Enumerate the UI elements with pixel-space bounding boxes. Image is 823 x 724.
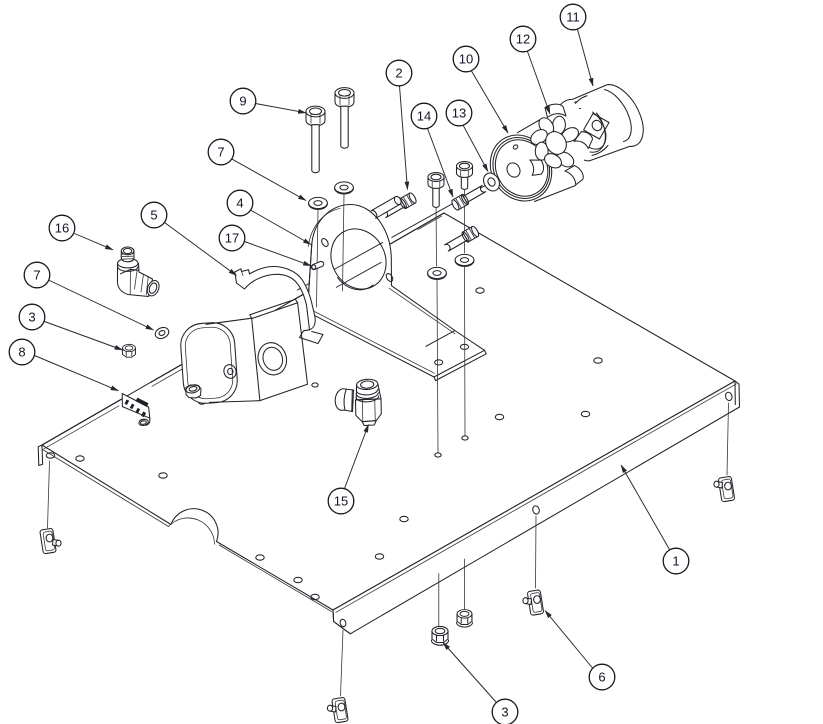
- svg-text:15: 15: [334, 494, 348, 509]
- svg-text:4: 4: [236, 196, 243, 211]
- svg-text:3: 3: [28, 310, 35, 325]
- svg-text:17: 17: [225, 231, 239, 246]
- svg-text:5: 5: [150, 208, 157, 223]
- svg-text:7: 7: [217, 145, 224, 160]
- svg-text:14: 14: [417, 109, 431, 124]
- svg-text:7: 7: [33, 268, 40, 283]
- svg-text:12: 12: [516, 32, 530, 47]
- svg-text:1: 1: [672, 554, 679, 569]
- svg-text:3: 3: [501, 705, 508, 720]
- svg-text:13: 13: [452, 106, 466, 121]
- svg-text:2: 2: [395, 66, 402, 81]
- svg-text:11: 11: [566, 10, 580, 25]
- svg-text:9: 9: [239, 94, 246, 109]
- svg-text:6: 6: [598, 670, 605, 685]
- svg-text:16: 16: [55, 221, 69, 236]
- svg-text:10: 10: [459, 52, 473, 67]
- svg-text:8: 8: [18, 345, 25, 360]
